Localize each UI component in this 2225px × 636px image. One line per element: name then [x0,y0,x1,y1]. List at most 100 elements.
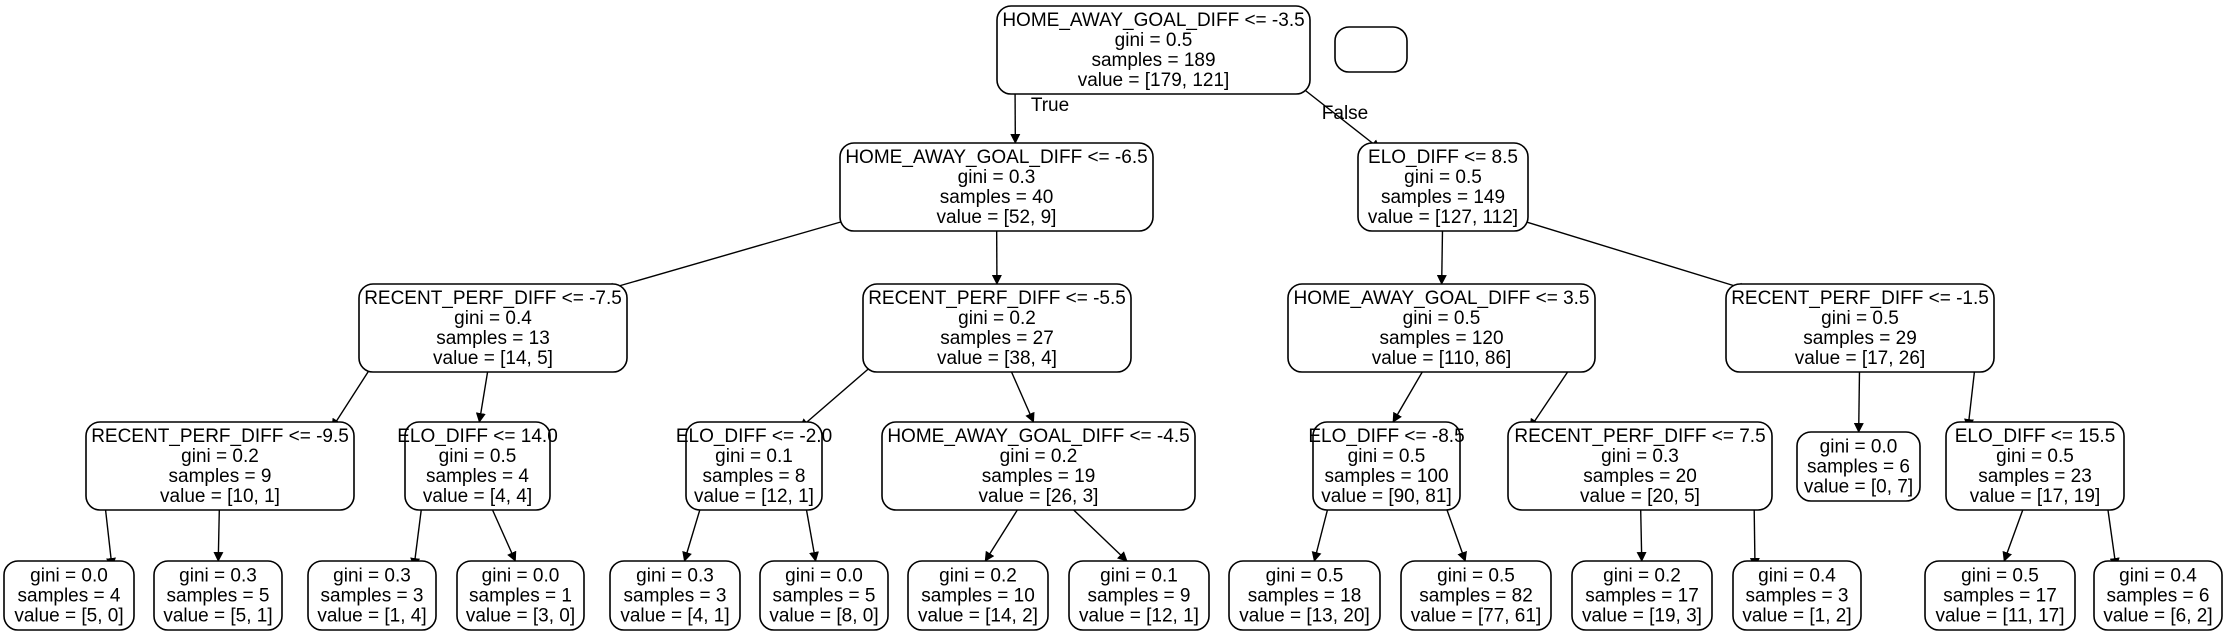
node-text-line: gini = 0.5 [1404,167,1482,188]
tree-edge-n3-n8 [475,371,489,423]
node-text-line: ELO_DIFF <= -2.0 [676,426,832,447]
tree-edge-n6-n13 [1853,371,1864,433]
node-text-line: gini = 0.0 [1820,437,1898,458]
node-box [1507,421,1773,511]
node-text-line: value = [14, 5] [433,348,553,369]
node-text-line: RECENT_PERF_DIFF <= -7.5 [364,288,622,309]
node-text-line: gini = 0.3 [179,566,257,587]
node-box [1068,560,1210,631]
node-text-line: gini = 0.3 [1601,446,1679,467]
node-text-line: gini = 0.2 [1000,446,1078,467]
node-text-line: gini = 0.3 [958,167,1036,188]
node-box [1334,26,1408,73]
node-text-line: samples = 6 [2107,586,2210,607]
node-box [759,560,889,631]
tree-edge-n5-n11 [1392,371,1423,423]
node-text-line: value = [12, 1] [694,486,814,507]
node-box [153,560,283,631]
node-text-line: value = [52, 9] [937,207,1057,228]
node-text-line: value = [19, 3] [1582,606,1702,627]
node-text-line: gini = 0.2 [958,308,1036,329]
node-box [907,560,1049,631]
node-text-line: gini = 0.4 [1758,566,1836,587]
node-text-line: value = [3, 0] [466,606,575,627]
node-text-line: ELO_DIFF <= -8.5 [1308,426,1464,447]
node-box [358,283,628,373]
node-text-line: gini = 0.4 [2119,566,2197,587]
node-text-line: value = [127, 112] [1368,207,1518,228]
node-text-line: value = [38, 4] [937,348,1057,369]
tree-edge-n10-n21 [984,509,1018,562]
node-text-line: value = [11, 17] [1935,606,2064,627]
node-text-line: samples = 5 [773,586,876,607]
node-text-line: value = [26, 3] [979,486,1099,507]
tree-edge-n4-n9 [799,357,882,429]
node-text-line: samples = 9 [1088,586,1191,607]
tree-edge-n0-n2 [1291,79,1381,150]
node-text-line: value = [5, 1] [163,606,272,627]
node-text-line: samples = 3 [624,586,727,607]
node-text-line: samples = 5 [167,586,270,607]
node-text-line: value = [0, 7] [1804,477,1913,498]
node-text-line: ELO_DIFF <= 14.0 [397,426,558,447]
node-text-line: gini = 0.1 [715,446,793,467]
node-text-line: samples = 82 [1419,586,1533,607]
node-text-line: samples = 6 [1807,457,1910,478]
node-text-line: gini = 0.5 [1821,308,1899,329]
node-box [1796,431,1921,502]
node-text-line: samples = 27 [940,328,1054,349]
node-box [404,421,551,511]
node-text-line: gini = 0.4 [454,308,532,329]
node-text-line: value = [14, 2] [918,606,1038,627]
edge-label-false: False [1322,103,1368,124]
node-text-line: gini = 0.5 [1996,446,2074,467]
node-text-line: samples = 9 [169,466,272,487]
node-text-line: value = [1, 4] [317,606,426,627]
node-text-line: RECENT_PERF_DIFF <= 7.5 [1514,426,1765,447]
node-text-line: samples = 29 [1803,328,1917,349]
node-text-line: gini = 0.5 [439,446,517,467]
node-text-line: samples = 1 [469,586,572,607]
node-box [1400,560,1552,631]
node-text-line: samples = 120 [1379,328,1503,349]
node-text-line: gini = 0.5 [1961,566,2039,587]
node-text-line: value = [10, 1] [160,486,280,507]
node-text-line: RECENT_PERF_DIFF <= -5.5 [868,288,1126,309]
node-text-line: samples = 100 [1324,466,1448,487]
node-text-line: gini = 0.2 [181,446,259,467]
tree-edge-n7-n16 [213,509,224,562]
node-box [307,560,437,631]
node-box [1725,283,1995,373]
node-box [609,560,741,631]
node-text-line: value = [5, 0] [14,606,123,627]
node-text-line: gini = 0.1 [1100,566,1178,587]
node-text-line: RECENT_PERF_DIFF <= -1.5 [1731,288,1989,309]
node-text-line: value = [17, 19] [1970,486,2100,507]
node-text-line: HOME_AWAY_GOAL_DIFF <= 3.5 [1293,288,1589,309]
node-text-line: value = [20, 5] [1580,486,1700,507]
node-box [1924,560,2076,631]
node-text-line: gini = 0.0 [482,566,560,587]
node-text-line: samples = 3 [321,586,424,607]
node-box [685,421,823,511]
node-text-line: gini = 0.0 [785,566,863,587]
node-text-line: gini = 0.2 [939,566,1017,587]
node-text-line: value = [179, 121] [1078,70,1230,91]
tree-edge-n10-n22 [1073,509,1128,562]
node-box [456,560,585,631]
